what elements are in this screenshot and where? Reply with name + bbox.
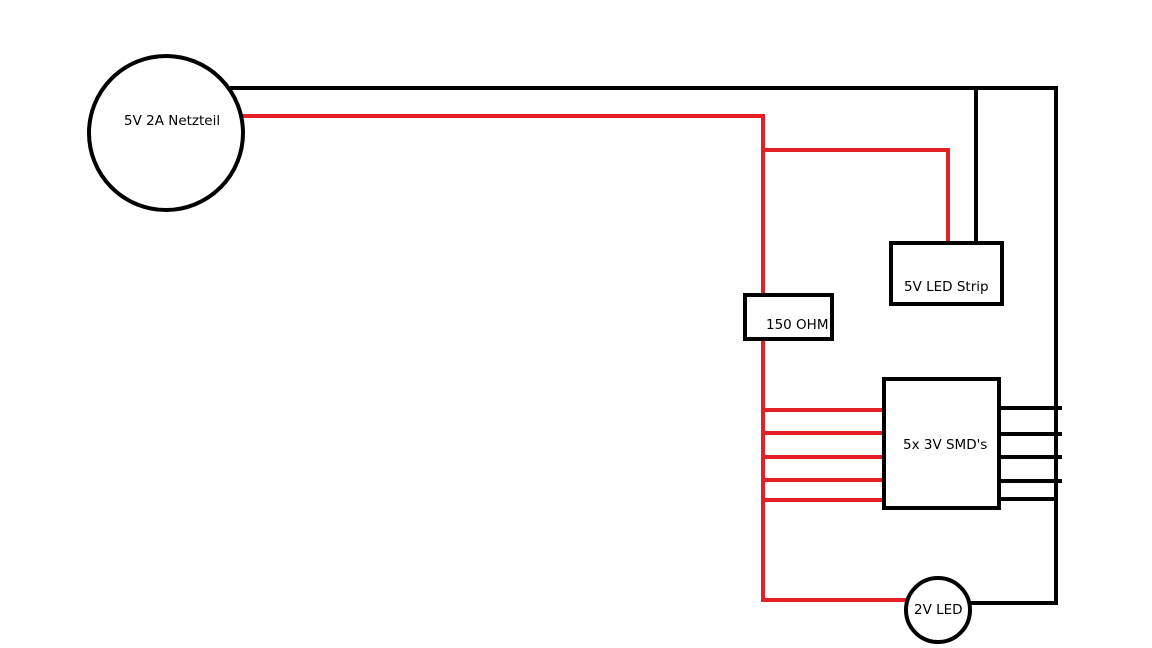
top-ground-rail [230,86,1058,605]
power-supply: 5V 2A Netzteil [87,54,245,212]
led-strip: 5V LED Strip [889,241,1004,306]
negative-wires [230,86,1062,605]
led-2v-label: 2V LED [914,602,963,618]
resistor-box [743,293,834,341]
positive-wires [240,114,950,602]
main-positive-wire [240,114,765,298]
led-2v-circle [904,576,972,644]
smd-block-box [882,377,1001,510]
resistor-label: 150 OHM [766,317,828,333]
power-supply-circle [87,54,245,212]
led-strip-box [889,241,1004,306]
smd-block: 5x 3V SMD's [882,377,1001,510]
led-2v: 2V LED [904,576,972,644]
strip-positive-wire [761,148,950,245]
resistor: 150 OHM [743,293,834,341]
smd-block-label: 5x 3V SMD's [903,437,987,453]
led-strip-label: 5V LED Strip [904,279,989,295]
power-supply-label: 5V 2A Netzteil [124,113,220,129]
